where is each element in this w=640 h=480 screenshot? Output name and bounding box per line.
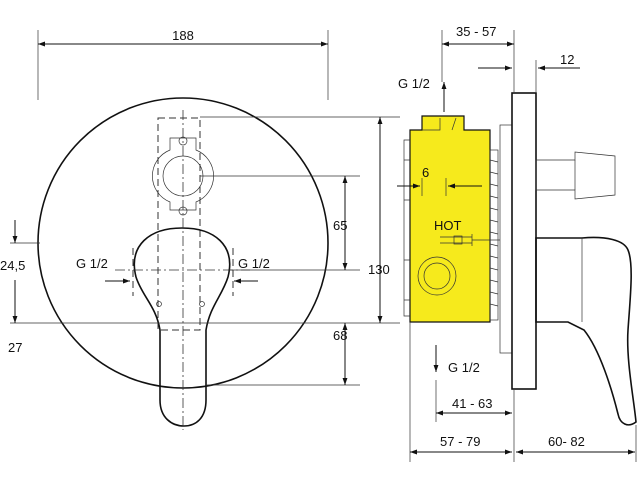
dim-body-height: 130 — [368, 262, 390, 277]
hidden-body-shoulders — [132, 248, 234, 296]
dim-handle-projection: 60- 82 — [548, 434, 585, 449]
mounting-lug — [152, 137, 214, 211]
dim-lower-offset: 68 — [333, 328, 347, 343]
body-top-cap — [422, 117, 457, 131]
dim-depth-outer: 57 - 79 — [440, 434, 480, 449]
hidden-valve-body — [157, 117, 201, 331]
side-view — [403, 92, 637, 426]
lever-handle — [133, 227, 231, 427]
dim-left-offset-bottom: 27 — [8, 340, 22, 355]
handle-screw-left — [156, 301, 162, 307]
dim-wall-offset: 6 — [422, 165, 429, 180]
concealed-body — [409, 115, 491, 323]
mounting-flange — [499, 124, 513, 354]
diverter-knob — [535, 151, 616, 200]
label-outlet-top: G 1/2 — [398, 76, 430, 91]
handle-screw-right — [199, 301, 205, 307]
side-dimensions: 35 - 57 12 G 1/2 6 HOT G 1/2 41 - 63 57 … — [397, 24, 637, 462]
body-outlet-inner — [423, 262, 451, 290]
side-lever — [535, 236, 637, 426]
dim-rosette-thickness: 12 — [560, 52, 574, 67]
label-hot: HOT — [434, 218, 462, 233]
body-thread — [489, 149, 499, 321]
label-outlet-bottom: G 1/2 — [448, 360, 480, 375]
dim-upper-offset: 65 — [333, 218, 347, 233]
dim-depth-inner: 41 - 63 — [452, 396, 492, 411]
body-outlet-outer — [417, 256, 457, 296]
body-ribs — [403, 139, 410, 317]
rosette — [511, 92, 537, 390]
dim-depth-range-top: 35 - 57 — [456, 24, 496, 39]
front-dimensions: 188 65 68 130 24,5 27 G 1/2 G 1/2 — [0, 28, 400, 386]
dim-plate-width: 188 — [172, 28, 194, 43]
label-inlet-left: G 1/2 — [76, 256, 108, 271]
dim-left-offset-top: 24,5 — [0, 258, 25, 273]
label-inlet-right: G 1/2 — [238, 256, 270, 271]
